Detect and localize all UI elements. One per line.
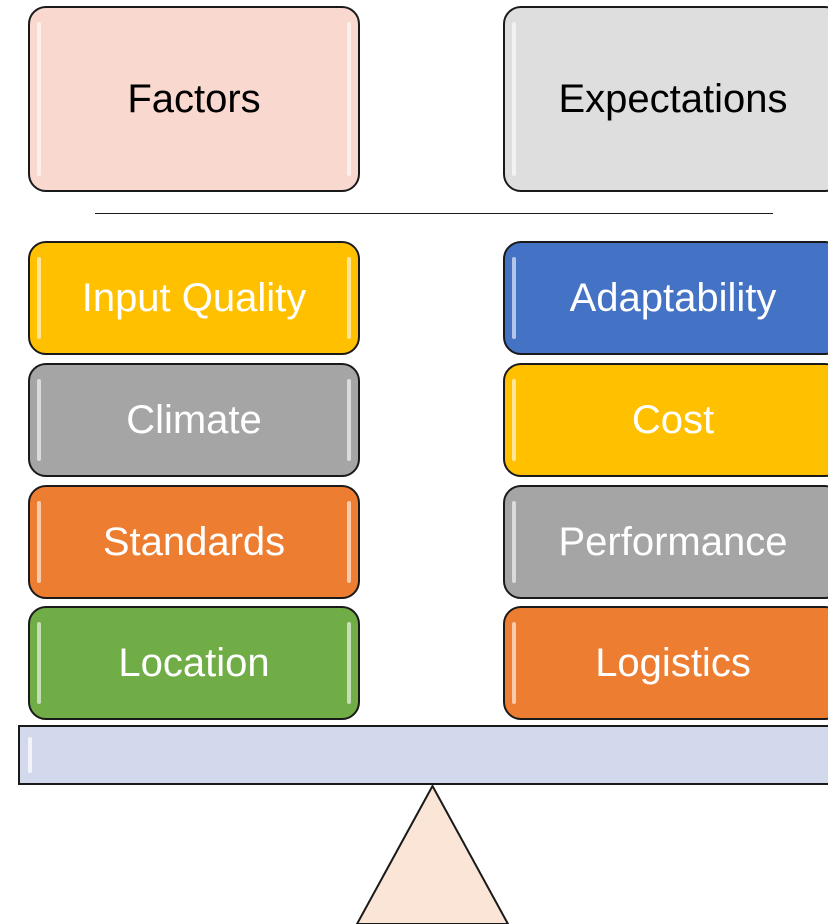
expectation-label: Performance [558,519,788,564]
factor-label: Standards [102,519,286,564]
factor-label: Climate [126,397,262,442]
expectation-performance: Performance [503,485,828,599]
factor-location: Location [28,606,360,720]
header-divider-line [95,213,773,214]
expectations-header-label: Expectations [558,76,788,121]
factors-header-box: Factors [28,6,360,192]
factor-label: Input Quality [81,275,307,320]
expectations-header-box: Expectations [503,6,828,192]
expectation-label: Logistics [595,640,751,685]
expectation-logistics: Logistics [503,606,828,720]
balance-beam [18,725,828,785]
fulcrum-triangle [355,784,510,924]
factor-label: Location [118,640,270,685]
expectation-adaptability: Adaptability [503,241,828,355]
factors-header-label: Factors [127,76,261,121]
expectation-label: Cost [631,397,715,442]
expectation-cost: Cost [503,363,828,477]
factor-standards: Standards [28,485,360,599]
expectation-label: Adaptability [569,275,777,320]
factor-climate: Climate [28,363,360,477]
factor-input-quality: Input Quality [28,241,360,355]
